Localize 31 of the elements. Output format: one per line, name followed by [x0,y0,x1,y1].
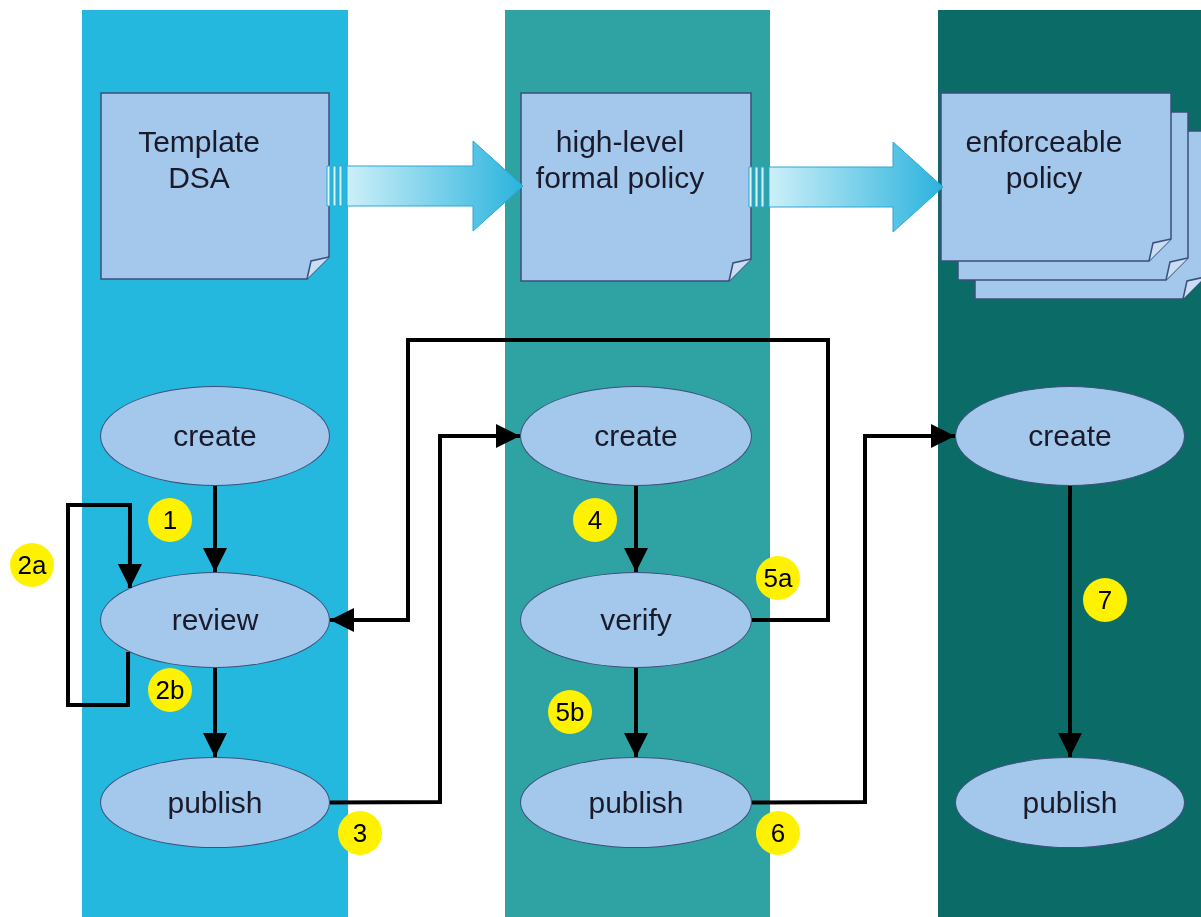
document-stack [940,92,1201,300]
step-badge: 3 [338,811,382,855]
node-label: publish [587,784,685,821]
block-arrow [748,141,944,233]
node-label: publish [1021,784,1119,821]
arrow [330,424,520,805]
block-arrow [326,140,524,232]
arrow [624,486,648,572]
node-label: high-level formal policy [534,124,706,196]
column-band [82,10,348,917]
arrow [203,486,227,572]
node-label: create [1027,418,1113,454]
step-badge: 6 [756,811,800,855]
arrow [752,424,955,805]
node-label: enforceable policy [964,124,1124,196]
step-badge: 5a [756,556,800,600]
arrow [203,668,227,757]
arrow [1058,486,1082,757]
arrow [330,338,830,632]
document [100,92,330,280]
arrow [624,668,648,757]
node-label: create [172,418,258,454]
arrow [66,503,142,707]
node-label: publish [166,784,264,821]
node-label: Template DSA [137,124,261,196]
step-badge: 2a [10,543,54,587]
column-band [938,10,1201,917]
node-label: review [170,602,260,638]
node-label: create [593,418,679,454]
document [520,92,752,282]
node-label: verify [599,602,673,638]
